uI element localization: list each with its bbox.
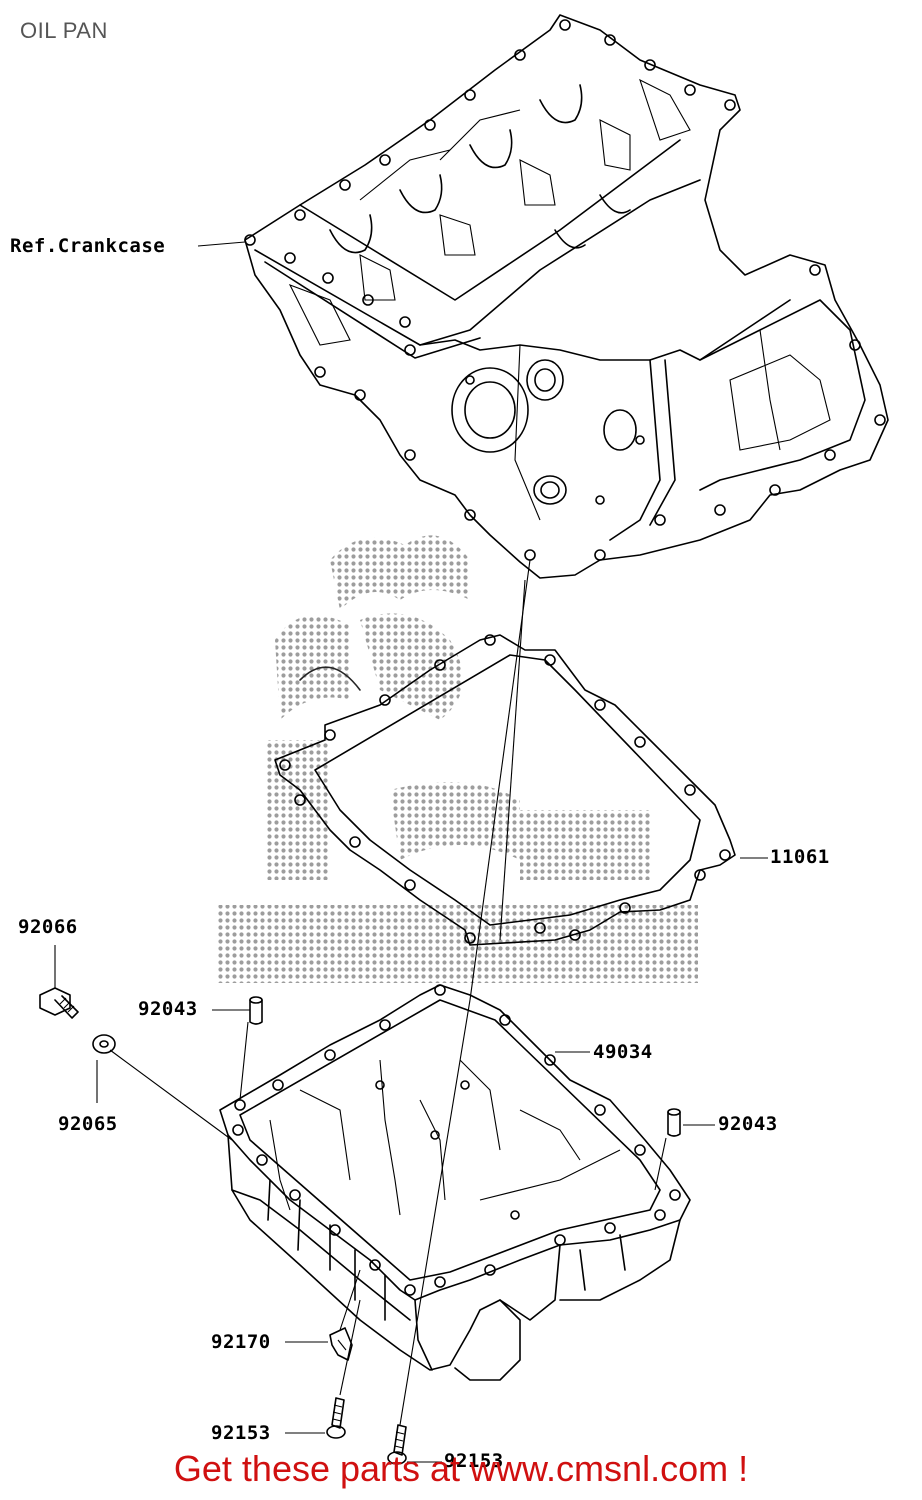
leader-lines — [54, 241, 768, 1463]
watermark-logo — [218, 535, 698, 983]
callout-ref-crankcase: Ref.Crankcase — [10, 235, 166, 257]
page-title: OIL PAN — [20, 18, 108, 43]
gasket-drawing — [274, 634, 736, 946]
clamp-drawing — [329, 1327, 353, 1361]
washer-drawing — [92, 1034, 116, 1054]
drain-bolt-drawing — [39, 987, 79, 1019]
callout-92153-right: 92153 — [444, 1450, 504, 1472]
dowel-right-drawing — [667, 1108, 681, 1137]
promo-footer-text[interactable]: Get these parts at www.cmsnl.com ! — [173, 1448, 749, 1489]
callout-92153-left: 92153 — [211, 1422, 271, 1444]
dowel-left-drawing — [249, 996, 263, 1025]
callout-92043-left: 92043 — [138, 998, 198, 1020]
callout-92065: 92065 — [58, 1113, 118, 1135]
callout-49034: 49034 — [593, 1041, 653, 1063]
callout-92066: 92066 — [18, 916, 78, 938]
crankcase-drawing — [244, 14, 889, 579]
oil-pan-drawing — [219, 984, 691, 1381]
callout-11061: 11061 — [770, 846, 830, 868]
callout-92043-right: 92043 — [718, 1113, 778, 1135]
callout-92170: 92170 — [211, 1331, 271, 1353]
bolt-right-drawing — [387, 1424, 407, 1465]
bolt-left-drawing — [326, 1397, 346, 1439]
